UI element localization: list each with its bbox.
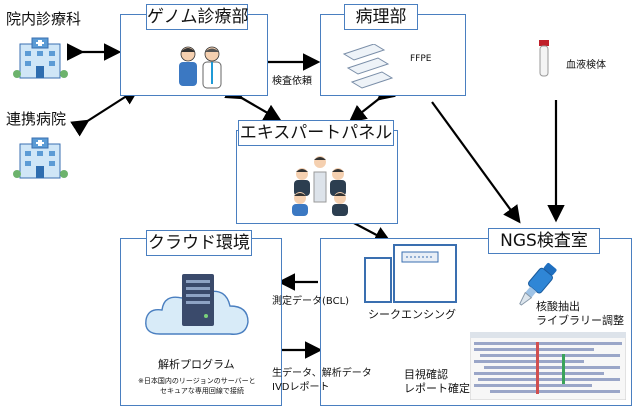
extraction-label: 核酸抽出 [536, 300, 580, 313]
blood-tube-icon [539, 40, 549, 77]
note-line1: ※日本国内のリージョンのサーバーと [138, 377, 256, 385]
ffpe-slides-icon [342, 44, 394, 89]
note-line2: セキュアな専用回線で接続 [160, 387, 244, 395]
arrow-pathology-ngs [431, 101, 521, 224]
arrow-genome-expert [224, 82, 282, 122]
partner-hospital-building-icon [13, 137, 68, 179]
sequencing-label: シークエンシング [368, 308, 456, 321]
arrow-pathology-expert [348, 82, 396, 123]
analysis-program-label: 解析プログラム [158, 358, 235, 371]
blood-sample-label: 血液検体 [566, 60, 606, 71]
library-prep-label: ライブラリー調整 [536, 314, 624, 327]
doctor-patient-icon [179, 46, 222, 89]
visual-check-label: 目視確認 [404, 368, 448, 381]
cloud-title: クラウド環境 [146, 230, 252, 256]
ivd-report-label: IVDレポート [272, 382, 330, 393]
raw-data-label: 生データ、解析データ [272, 368, 372, 379]
ffpe-label: FFPE [410, 54, 432, 64]
report-confirm-label: レポート確定 [404, 382, 470, 395]
measured-data-label: 測定データ(BCL) [272, 296, 350, 307]
arrow-expert-ngs [336, 208, 392, 244]
sequencer-icon [364, 244, 457, 303]
expert-panel-title: エキスパートパネル [238, 120, 394, 146]
pathology-title: 病理部 [344, 4, 418, 30]
ngs-lab-title: NGS検査室 [488, 228, 600, 254]
genome-clinic-title: ゲノム診療部 [146, 4, 249, 30]
test-request-label: 検査依頼 [272, 76, 312, 87]
partner-hospital-label: 連携病院 [6, 110, 67, 128]
hospital-building-icon [13, 37, 68, 79]
meeting-people-icon [292, 156, 348, 216]
pipette-icon [519, 263, 557, 306]
cloud-server-icon [145, 274, 249, 335]
genome-viewer-icon [470, 332, 626, 400]
hospital-internal-label: 院内診療科 [6, 10, 82, 28]
